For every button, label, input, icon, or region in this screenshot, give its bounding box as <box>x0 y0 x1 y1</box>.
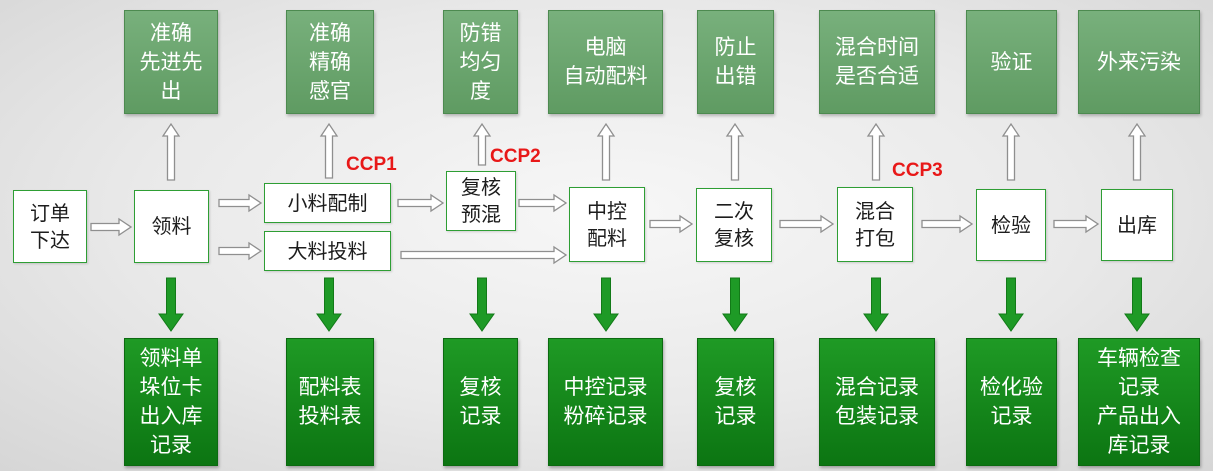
step-warehouse-out: 出库 <box>1101 189 1173 261</box>
up-arrow-premix <box>472 122 492 166</box>
step-minor-ingredient-prep: 小料配制 <box>264 183 391 223</box>
down-arrow-out <box>1124 277 1150 332</box>
flow-arrow-requisition-to-minor <box>218 193 263 213</box>
step-major-ingredient-feeding: 大料投料 <box>264 231 391 271</box>
step-inspection: 检验 <box>976 189 1046 261</box>
down-arrow-inspection <box>998 277 1024 332</box>
down-arrow-premix <box>469 277 495 332</box>
control-box-accuracy-precision-sensory: 准确 精确 感官 <box>286 10 374 114</box>
control-box-error-proof-uniformity: 防错 均匀 度 <box>443 10 518 114</box>
flow-arrow-order-to-requisition <box>90 217 133 237</box>
flow-arrow-inspection-to-out <box>1053 214 1100 234</box>
step-mix-pack: 混合 打包 <box>837 187 913 262</box>
down-arrow-recheck <box>722 277 748 332</box>
control-box-foreign-contamination: 外来污染 <box>1078 10 1200 114</box>
down-arrow-requisition <box>158 277 184 332</box>
record-box-mixing-packing-records: 混合记录 包装记录 <box>819 338 935 466</box>
flow-arrow-control-to-recheck <box>649 214 694 234</box>
step-order-issued: 订单 下达 <box>13 190 87 263</box>
record-box-recheck-record-1: 复核 记录 <box>443 338 518 466</box>
up-arrow-out <box>1127 122 1147 181</box>
up-arrow-control <box>596 122 616 181</box>
step-central-control-batching: 中控 配料 <box>569 187 645 262</box>
flow-arrow-requisition-to-major <box>218 241 263 261</box>
flow-arrow-major-to-control <box>400 245 568 265</box>
record-box-recheck-record-2: 复核 记录 <box>697 338 774 466</box>
up-arrow-requisition <box>161 122 181 181</box>
down-arrow-mix <box>863 277 889 332</box>
ccp2-label: CCP2 <box>490 146 541 167</box>
up-arrow-recheck <box>725 122 745 181</box>
flow-arrow-recheck-to-mix <box>779 214 835 234</box>
record-box-vehicle-product-records: 车辆检查 记录 产品出入 库记录 <box>1078 338 1200 466</box>
down-arrow-major-feeding <box>316 277 342 332</box>
down-arrow-control <box>593 277 619 332</box>
flow-arrow-minor-to-premix <box>397 193 445 213</box>
record-box-lab-test-records: 检化验 记录 <box>966 338 1057 466</box>
record-box-batching-feeding-sheets: 配料表 投料表 <box>286 338 374 466</box>
up-arrow-mix <box>866 122 886 181</box>
flow-arrow-mix-to-inspection <box>921 214 974 234</box>
flow-arrow-premix-to-control <box>518 193 568 213</box>
control-box-prevent-errors: 防止 出错 <box>697 10 774 114</box>
step-second-recheck: 二次 复核 <box>696 188 772 262</box>
up-arrow-inspection <box>1001 122 1021 181</box>
ccp3-label: CCP3 <box>892 160 943 181</box>
control-box-verification: 验证 <box>966 10 1057 114</box>
up-arrow-minor-prep <box>319 122 339 179</box>
step-recheck-premix: 复核 预混 <box>446 171 516 231</box>
control-box-mixing-time: 混合时间 是否合适 <box>819 10 935 114</box>
record-box-control-crushing-records: 中控记录 粉碎记录 <box>548 338 663 466</box>
record-box-requisition-records: 领料单 垛位卡 出入库 记录 <box>124 338 218 466</box>
ccp1-label: CCP1 <box>346 154 397 175</box>
control-box-auto-batching: 电脑 自动配料 <box>548 10 663 114</box>
control-box-accuracy-fifo: 准确 先进先 出 <box>124 10 218 114</box>
step-material-requisition: 领料 <box>134 190 209 263</box>
